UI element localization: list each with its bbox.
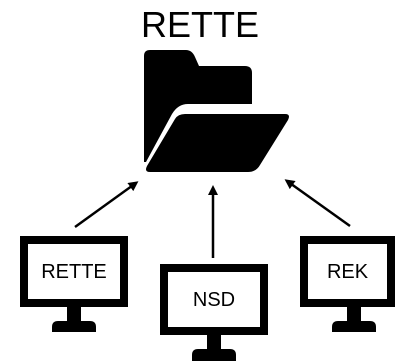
arrow-from-rette bbox=[74, 181, 139, 229]
monitor-icon bbox=[20, 236, 128, 332]
monitor-label-rette: RETTE bbox=[41, 261, 107, 283]
open-folder-icon bbox=[144, 50, 289, 172]
monitor-label-rek: REK bbox=[326, 261, 369, 283]
monitor-icon bbox=[160, 264, 268, 361]
monitor-label-nsd: NSD bbox=[192, 289, 236, 311]
diagram-title: RETTE bbox=[140, 4, 259, 45]
arrow-from-rek bbox=[284, 179, 351, 228]
monitor-icon bbox=[300, 236, 395, 332]
